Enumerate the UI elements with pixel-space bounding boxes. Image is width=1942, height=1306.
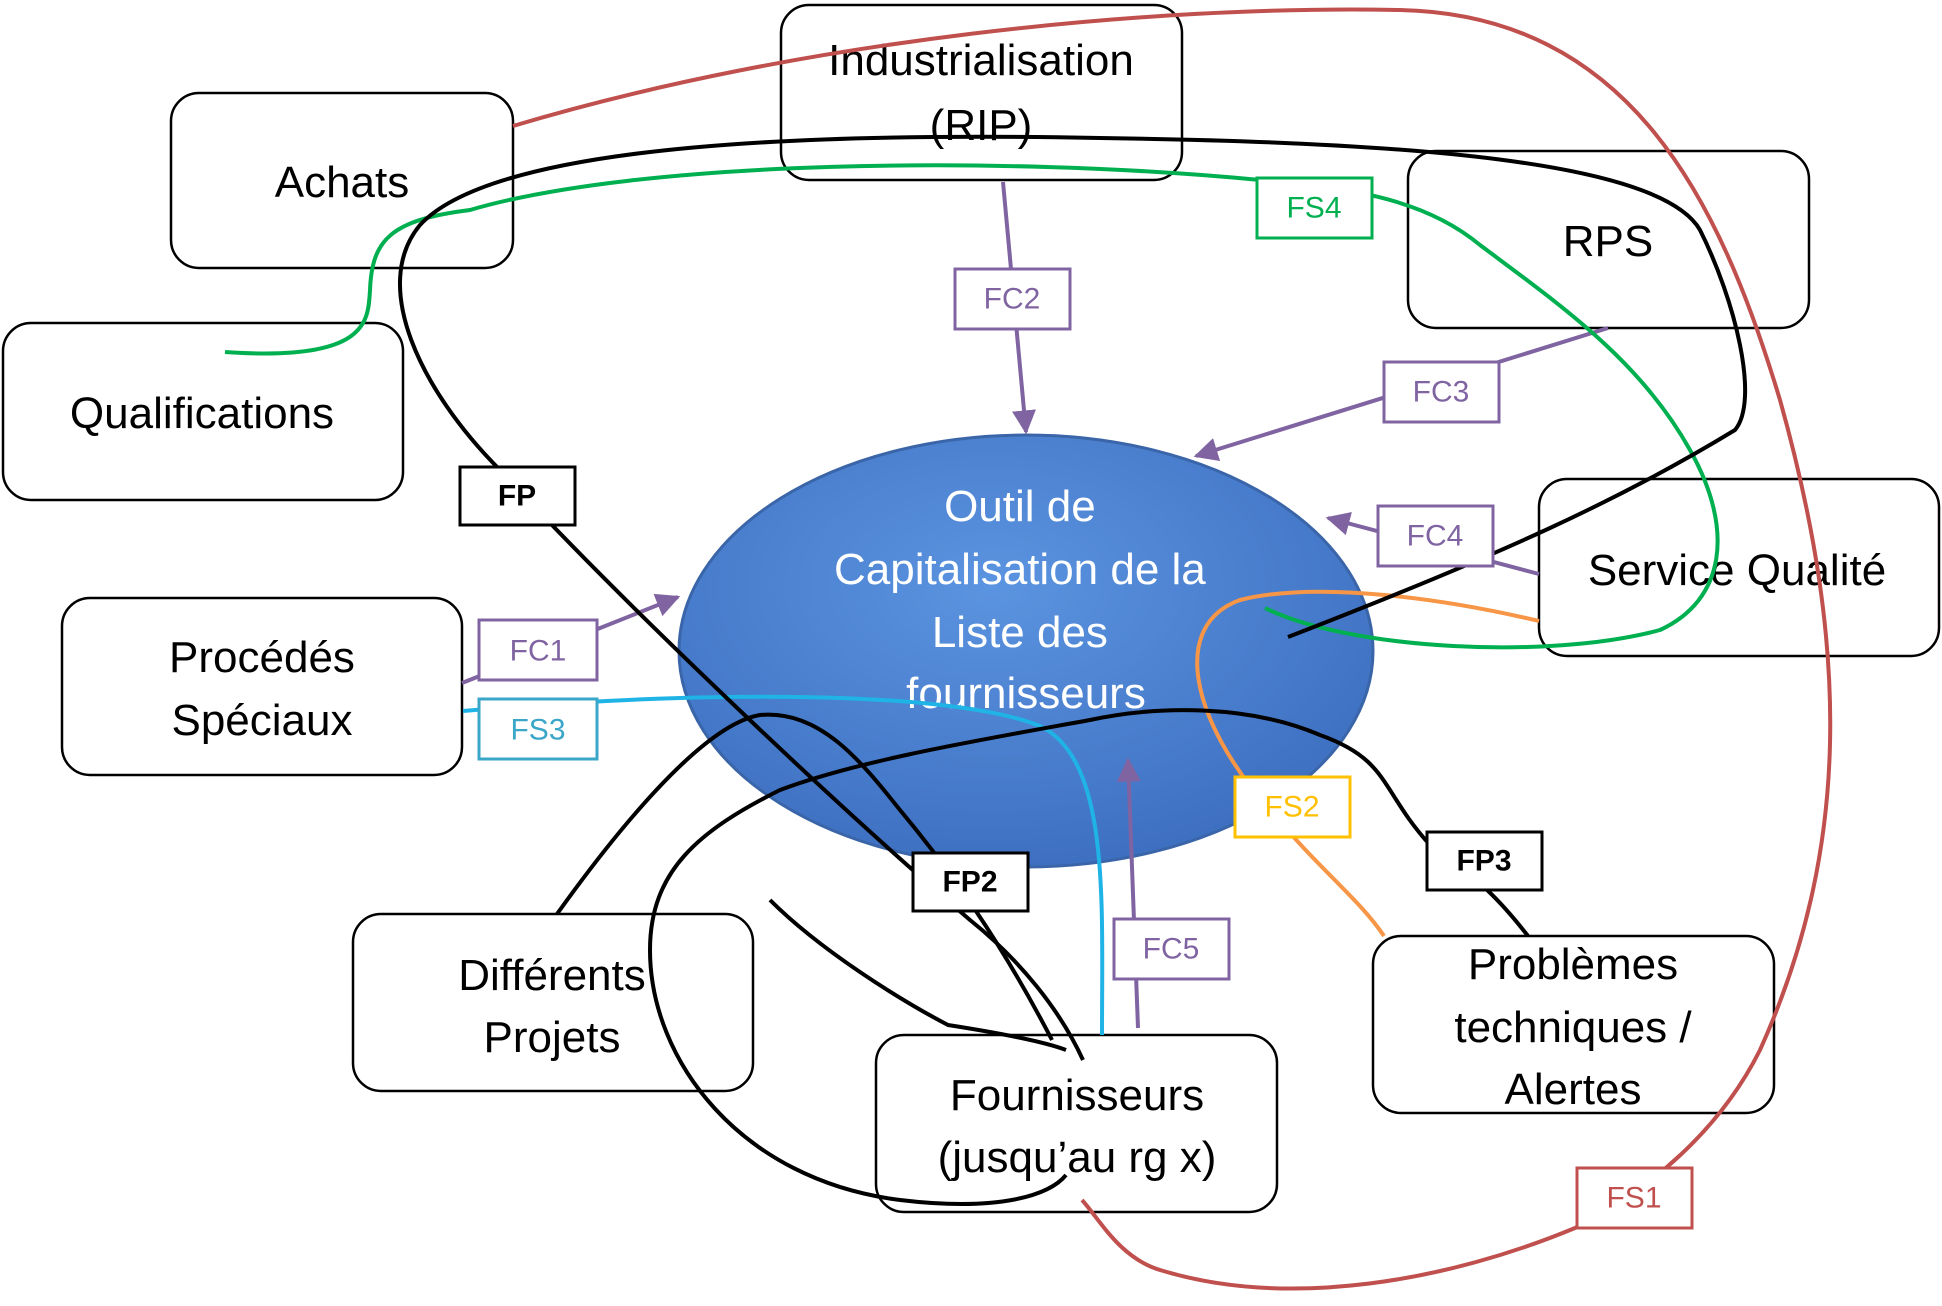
svg-text:Service Qualité: Service Qualité — [1588, 546, 1886, 595]
central-tool-ellipse: Outil de Capitalisation de la Liste des … — [677, 433, 1375, 869]
label-fs3: FS3 — [477, 697, 599, 761]
svg-text:FP2: FP2 — [942, 866, 997, 899]
fp-line — [397, 134, 1748, 1061]
svg-text:FS4: FS4 — [1286, 192, 1341, 225]
fs3-line — [462, 694, 1105, 1036]
label-fc4: FC4 — [1376, 504, 1495, 568]
svg-text:Fournisseurs(jusqu’au rg x): Fournisseurs(jusqu’au rg x) — [938, 1071, 1217, 1182]
svg-text:FS2: FS2 — [1264, 791, 1319, 824]
svg-text:RPS: RPS — [1563, 217, 1653, 266]
svg-text:FC1: FC1 — [510, 635, 567, 668]
box-qualifications: Qualifications — [1, 321, 405, 502]
label-fc1: FC1 — [477, 618, 599, 682]
fp3-line — [647, 708, 1530, 1206]
box-fournisseurs: Fournisseurs(jusqu’au rg x) — [874, 1033, 1279, 1214]
label-fs4: FS4 — [1255, 176, 1374, 240]
svg-text:FC2: FC2 — [984, 283, 1041, 316]
svg-text:Achats: Achats — [275, 158, 410, 207]
svg-text:Outil de Capitalisation: Outil de Capitalisation de la Liste des … — [834, 482, 1218, 718]
fp2-line — [555, 712, 1067, 1052]
svg-text:FC5: FC5 — [1143, 933, 1200, 966]
svg-text:FP3: FP3 — [1456, 845, 1511, 878]
fc5-arrow — [1116, 757, 1141, 1029]
label-fp: FP — [458, 465, 577, 527]
fs2-line — [1195, 589, 1540, 938]
box-rps: RPS — [1406, 149, 1811, 330]
label-fs2: FS2 — [1233, 775, 1352, 839]
box-achats: Achats — [169, 91, 515, 270]
svg-text:Qualifications: Qualifications — [70, 389, 334, 438]
label-fp3: FP3 — [1425, 830, 1544, 892]
fs1-line — [512, 7, 1833, 1291]
svg-text:FC3: FC3 — [1413, 376, 1470, 409]
label-fc5: FC5 — [1112, 917, 1231, 981]
label-fp2: FP2 — [911, 851, 1030, 913]
svg-text:FC4: FC4 — [1407, 520, 1464, 553]
label-fc2: FC2 — [953, 267, 1072, 331]
label-fs1: FS1 — [1575, 1166, 1694, 1230]
svg-text:FS3: FS3 — [510, 714, 565, 747]
svg-text:FP: FP — [498, 480, 536, 513]
box-service-qualite: Service Qualité — [1537, 477, 1941, 658]
label-fc3: FC3 — [1382, 360, 1501, 424]
svg-text:Industrialisation(RIP): Industrialisation(RIP) — [828, 36, 1134, 150]
svg-text:FS1: FS1 — [1606, 1182, 1661, 1215]
